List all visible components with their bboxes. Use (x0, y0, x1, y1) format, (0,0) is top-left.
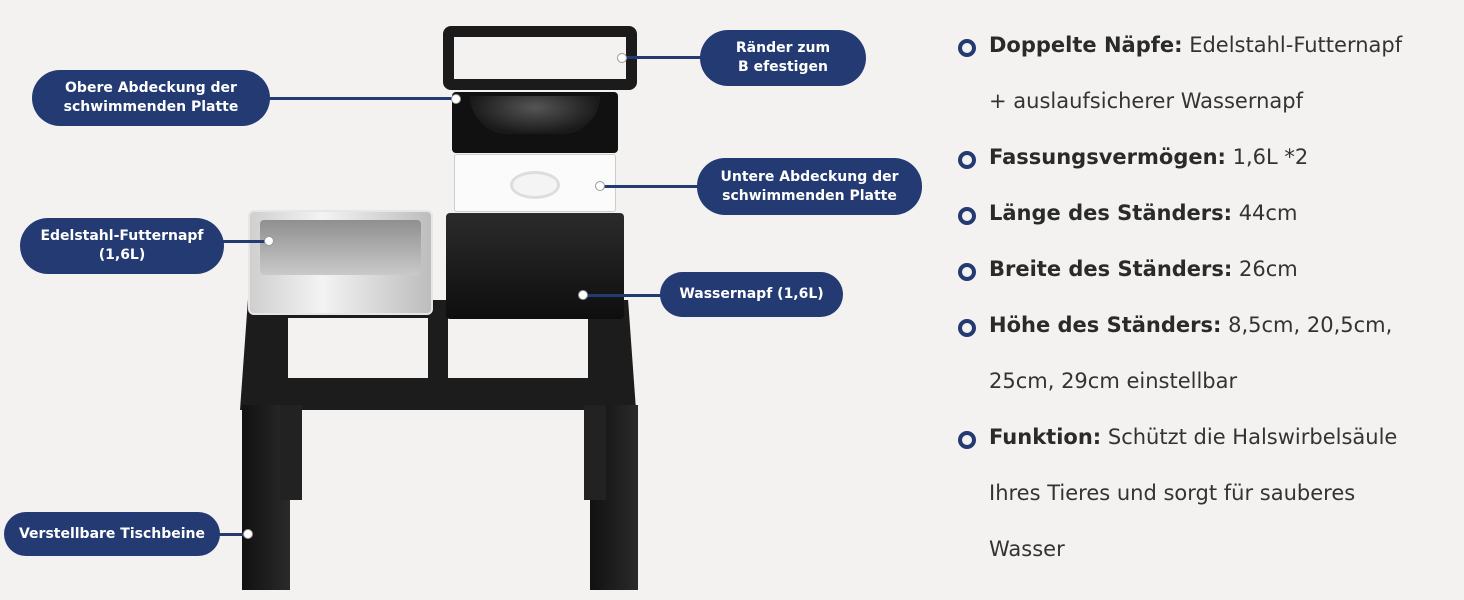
spec-height-cont: 25cm, 29cm einstellbar (989, 369, 1238, 393)
spec-dual-bowls: Doppelte Näpfe: Edelstahl-Futternapf (989, 33, 1403, 57)
spec-length: Länge des Ständers: 44cm (989, 201, 1298, 225)
callout-top-cover: Obere Abdeckung der schwimmenden Platte (32, 70, 270, 126)
stand-leg-back-right (584, 405, 606, 500)
callout-edges: Ränder zum B efestigen (700, 30, 866, 86)
callout-lower-cover: Untere Abdeckung der schwimmenden Platte (697, 158, 922, 215)
callout-legs: Verstellbare Tischbeine (4, 512, 220, 556)
upper-floating-cover (452, 92, 618, 153)
callout-line-legs (218, 533, 248, 536)
spec-height: Höhe des Ständers: 8,5cm, 20,5cm, (989, 313, 1393, 337)
spec-function-cont: Ihres Tieres und sorgt für sauberes (989, 481, 1356, 505)
callout-line-water-bowl (583, 294, 663, 297)
stand-leg-back-left (280, 405, 302, 500)
callout-line-steel-bowl (222, 240, 270, 243)
bullet-icon (958, 263, 976, 281)
bullet-icon (958, 151, 976, 169)
bullet-icon (958, 431, 976, 449)
bullet-icon (958, 207, 976, 225)
callout-dot (243, 529, 253, 539)
stand-opening-left (288, 318, 428, 378)
callout-water-bowl: Wassernapf (1,6L) (660, 272, 843, 317)
callout-dot (595, 181, 605, 191)
callout-line-top-cover (268, 97, 458, 100)
water-bowl (446, 213, 624, 319)
stand-opening-right (448, 318, 588, 378)
callout-line-edges (622, 56, 702, 59)
spec-width: Breite des Ständers: 26cm (989, 257, 1298, 281)
spec-capacity: Fassungsvermögen: 1,6L *2 (989, 145, 1309, 169)
callout-dot (264, 236, 274, 246)
lower-floating-cover (454, 154, 616, 212)
steel-food-bowl (248, 210, 433, 315)
bullet-icon (958, 319, 976, 337)
callout-dot (578, 290, 588, 300)
callout-dot (451, 94, 461, 104)
spec-dual-bowls-cont: + auslaufsicherer Wassernapf (989, 89, 1304, 113)
bullet-icon (958, 39, 976, 57)
callout-steel-bowl: Edelstahl-Futternapf (1,6L) (20, 218, 224, 274)
spec-function-cont2: Wasser (989, 537, 1065, 561)
callout-dot (617, 53, 627, 63)
callout-line-lower-cover (600, 185, 699, 188)
edge-frame (443, 26, 637, 90)
spec-function: Funktion: Schützt die Halswirbelsäule (989, 425, 1398, 449)
